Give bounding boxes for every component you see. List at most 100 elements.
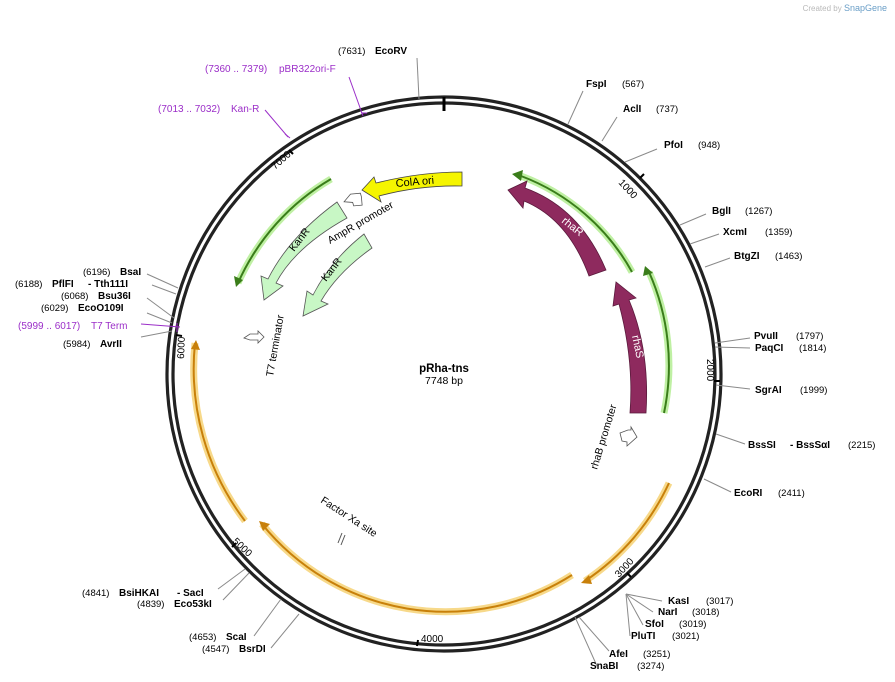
enzyme-pvuii-name[interactable]: PvuII	[754, 331, 778, 342]
enzyme-bgli-pos: (1267)	[745, 206, 772, 217]
plasmid-name: pRha-tns	[419, 363, 469, 375]
enzyme-sgrai-name[interactable]: SgrAI	[755, 385, 782, 396]
enzyme-xcmi-pos: (1359)	[765, 227, 792, 238]
enzyme-snabi-name[interactable]: SnaBI	[590, 661, 619, 672]
enzyme-eco53ki-name[interactable]: Eco53kI	[174, 599, 212, 610]
rhaB-promoter-arrow[interactable]	[619, 425, 638, 447]
t7-terminator-label: T7 terminator	[264, 313, 287, 377]
enzyme-sfoi-name[interactable]: SfoI	[645, 619, 664, 630]
kanr-inner-feature[interactable]	[302, 233, 373, 317]
ampr-promoter-arrow[interactable]	[343, 189, 367, 212]
snapgene-credit: Created by SnapGene	[803, 3, 887, 13]
factor-xa-mark-1	[337, 532, 343, 544]
enzyme-bgli-name[interactable]: BglI	[712, 206, 731, 217]
enzyme-sfoi-pos: (3019)	[679, 619, 706, 630]
enzyme-leader-lines	[140, 57, 751, 667]
enzyme-pvuii-pos: (1797)	[796, 331, 823, 342]
enzyme-pfoi-pos: (948)	[698, 140, 720, 151]
tick-label-4000: 4000	[421, 634, 444, 645]
enzyme-bsu36i-pos: (6068)	[61, 291, 88, 302]
enzyme-afei-name[interactable]: AfeI	[609, 649, 628, 660]
enzyme-bsrdi-pos: (4547)	[202, 644, 229, 655]
enzyme-avrii-name[interactable]: AvrII	[100, 339, 122, 350]
enzyme-eco53ki-pos: (4839)	[137, 599, 164, 610]
enzyme-bsai-pos: (6196)	[83, 267, 110, 278]
enzyme-ecori-pos: (2411)	[778, 488, 805, 499]
enzyme-kasi-pos: (3017)	[706, 596, 733, 607]
enzyme-pluti-pos: (3021)	[672, 631, 699, 642]
enzyme-acli-name[interactable]: AclI	[623, 104, 642, 115]
enzyme-sgrai-pos: (1999)	[800, 385, 827, 396]
enzyme-scai-pos: (4653)	[189, 632, 216, 643]
enzyme-btgzi-name[interactable]: BtgZI	[734, 251, 760, 262]
enzyme-btgzi-pos: (1463)	[775, 251, 802, 262]
enzyme-bsssi-name2[interactable]: - BssSαI	[790, 440, 830, 451]
enzyme-ecoo109i-name[interactable]: EcoO109I	[78, 303, 124, 314]
enzyme-scai-name[interactable]: ScaI	[226, 632, 247, 643]
orange-arc-bottom	[261, 523, 573, 613]
enzyme-paqci-name[interactable]: PaqCI	[755, 343, 784, 354]
kanr-cds-arc	[237, 178, 332, 284]
enzyme-pflfi-name2[interactable]: - Tth111I	[88, 279, 128, 290]
enzyme-bsssi-pos: (2215)	[848, 440, 875, 451]
cola-ori-label: ColA ori	[395, 175, 434, 190]
enzyme-afei-pos: (3251)	[643, 649, 670, 660]
kanr-cds-arrowhead	[234, 276, 243, 287]
enzyme-avrii-pos: (5984)	[63, 339, 90, 350]
enzyme-ecorv-name[interactable]: EcoRV	[375, 46, 407, 57]
enzyme-bsrdi-name[interactable]: BsrDI	[239, 644, 266, 655]
enzyme-pluti-name[interactable]: PluTI	[631, 631, 656, 642]
primer-t7term-name[interactable]: T7 Term	[91, 321, 128, 332]
enzyme-bsai-name[interactable]: BsaI	[120, 267, 141, 278]
enzyme-snabi-pos: (3274)	[637, 661, 664, 672]
enzyme-pflfi-pos: (6188)	[15, 279, 42, 290]
enzyme-nari-name[interactable]: NarI	[658, 607, 678, 618]
enzyme-ecoo109i-pos: (6029)	[41, 303, 68, 314]
orange-arc-left	[192, 342, 246, 522]
factor-xa-label: Factor Xa site	[318, 494, 379, 539]
enzyme-ecorv-pos: (7631)	[338, 46, 365, 57]
rhaR-feature[interactable]	[507, 180, 607, 277]
enzyme-pflfi-name[interactable]: PflFI	[52, 279, 74, 290]
rhaR-cds-arc	[520, 175, 633, 273]
enzyme-bsihkai-pos: (4841)	[82, 588, 109, 599]
enzyme-acli-pos: (737)	[656, 104, 678, 115]
tick-label-2000: 2000	[704, 359, 715, 382]
rhaB-promoter-label: rhaB promoter	[588, 403, 619, 471]
enzyme-xcmi-name[interactable]: XcmI	[723, 227, 747, 238]
kanr-outer-feature[interactable]	[260, 201, 348, 301]
tick-label-6000: 6000	[176, 336, 188, 359]
enzyme-paqci-pos: (1814)	[799, 343, 826, 354]
enzyme-bsihkai-name2[interactable]: - SacI	[177, 588, 204, 599]
primer-t7term-range: (5999 .. 6017)	[18, 321, 80, 332]
rhaS-feature[interactable]	[612, 281, 648, 414]
enzyme-ecori-name[interactable]: EcoRI	[734, 488, 763, 499]
enzyme-pfoi-name[interactable]: PfoI	[664, 140, 683, 151]
enzyme-nari-pos: (3018)	[692, 607, 719, 618]
factor-xa-mark-2	[340, 534, 346, 546]
orange-arc-left-arrowhead	[191, 340, 200, 350]
primer-pbr322-range: (7360 .. 7379)	[205, 64, 267, 75]
rhaS-cds-arc	[648, 271, 670, 414]
enzyme-kasi-name[interactable]: KasI	[668, 596, 689, 607]
primer-kanr-name[interactable]: Kan-R	[231, 104, 259, 115]
enzyme-bsu36i-name[interactable]: Bsu36I	[98, 291, 131, 302]
snapgene-logo: SnapGene	[843, 3, 887, 13]
plasmid-length: 7748 bp	[425, 375, 463, 387]
t7-terminator-arrow[interactable]	[243, 330, 265, 344]
rhaS-label: rhaS	[629, 334, 646, 359]
cola-ori-feature[interactable]	[361, 171, 463, 203]
tick-marks	[175, 149, 720, 647]
primer-leader-lines	[140, 76, 367, 332]
rhaR-cds-arrowhead	[512, 170, 523, 181]
enzyme-fspi-pos: (567)	[622, 79, 644, 90]
enzyme-bsssi-name[interactable]: BssSI	[748, 440, 776, 451]
enzyme-fspi-name[interactable]: FspI	[586, 79, 607, 90]
rhaS-cds-highlight	[645, 270, 673, 414]
orange-arc-right-arrowhead	[581, 575, 592, 584]
primer-pbr322-name[interactable]: pBR322ori-F	[279, 64, 336, 75]
enzyme-bsihkai-name[interactable]: BsiHKAI	[119, 588, 159, 599]
credit-prefix: Created by	[802, 4, 842, 13]
orange-arc-bottom-arrowhead	[259, 521, 270, 531]
